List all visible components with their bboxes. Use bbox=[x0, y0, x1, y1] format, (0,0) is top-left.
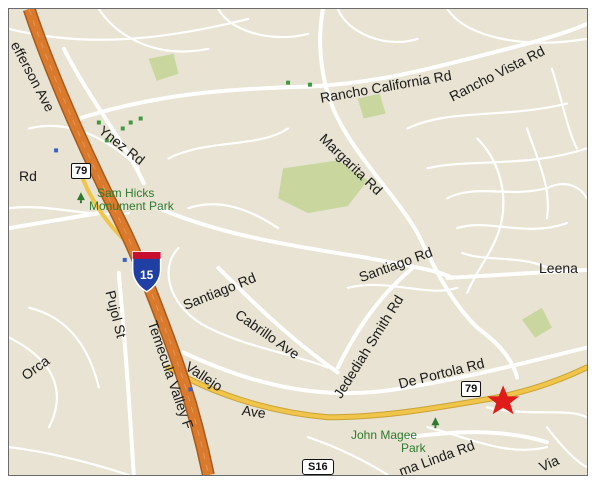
map-view[interactable]: 15 79 79 S16 Sam Hicks Monument Park Joh… bbox=[8, 8, 588, 476]
park-area-central bbox=[278, 160, 368, 214]
sam-hicks-park-label: Sam Hicks Monument Park bbox=[89, 187, 174, 212]
interstate-15-centerline bbox=[28, 9, 209, 475]
park-area-north bbox=[148, 53, 179, 81]
leena-label: Leena bbox=[539, 260, 578, 276]
john-magee-park-label: John Magee Park bbox=[351, 429, 426, 454]
sam-hicks-line1: Sam Hicks bbox=[97, 186, 155, 200]
park-area-east bbox=[522, 307, 552, 338]
ave-label: Ave bbox=[240, 402, 267, 422]
route-79-shield-north: 79 bbox=[71, 163, 92, 180]
john-magee-line1: John Magee bbox=[351, 428, 418, 442]
tree-icon bbox=[431, 417, 440, 429]
highway-79 bbox=[166, 365, 587, 420]
interstate-15-shield-label: 15 bbox=[140, 268, 154, 282]
red-star-icon[interactable] bbox=[487, 385, 520, 415]
county-s16-shield: S16 bbox=[302, 459, 334, 475]
rd-left-label: Rd bbox=[19, 168, 37, 184]
residential-streets bbox=[9, 9, 587, 475]
map-canvas: 15 bbox=[9, 9, 587, 475]
sam-hicks-line2: Monument Park bbox=[89, 198, 174, 213]
park-area-north-east bbox=[357, 93, 386, 119]
john-magee-line2: Park bbox=[401, 440, 426, 455]
tree-icon bbox=[76, 192, 85, 204]
route-79-shield-south: 79 bbox=[461, 381, 482, 398]
park-points bbox=[96, 80, 312, 143]
arterial-roads bbox=[9, 9, 587, 475]
interstate-15-shield: 15 bbox=[131, 251, 162, 293]
